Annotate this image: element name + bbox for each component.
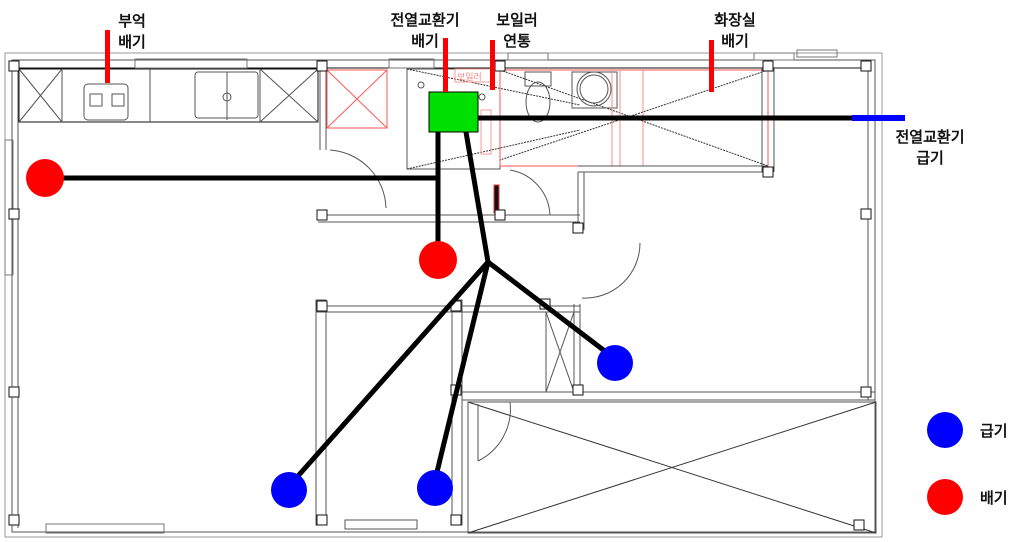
exhaust-vent-kitchen xyxy=(26,159,64,197)
label-bathroom-exhaust: 화장실 배기 xyxy=(714,10,755,52)
supply-vent-bedroom-1 xyxy=(271,472,307,508)
exhaust-vent-utility xyxy=(419,241,457,279)
label-line: 배기 xyxy=(721,32,749,50)
legend-exhaust-label: 배기 xyxy=(980,489,1008,507)
label-erv-supply: 전열교환기 급기 xyxy=(895,127,964,169)
legend-supply-label: 급기 xyxy=(980,422,1008,440)
label-kitchen-exhaust: 부억 배기 xyxy=(118,11,146,53)
duct-lines xyxy=(60,115,852,478)
legend-supply-icon xyxy=(927,412,963,448)
exhaust-outlets xyxy=(105,30,714,92)
columns xyxy=(8,60,872,531)
label-boiler-flue: 보일러 연통 xyxy=(496,10,537,52)
label-line: 배기 xyxy=(411,32,439,50)
supply-vent-living xyxy=(597,345,633,381)
erv-unit xyxy=(428,91,479,133)
label-line: 보일러 xyxy=(496,11,538,29)
boiler-room-tag: 보일러 xyxy=(457,73,482,83)
legend-exhaust-icon xyxy=(927,479,963,515)
label-line: 연통 xyxy=(503,32,531,50)
label-line: 화장실 xyxy=(714,11,756,29)
label-line: 부억 xyxy=(118,12,146,30)
label-erv-exhaust: 전열교환기 배기 xyxy=(390,10,459,52)
label-line: 배기 xyxy=(118,33,146,51)
label-line: 급기 xyxy=(916,149,944,167)
label-line: 전열교환기 xyxy=(390,11,460,29)
label-line: 전열교환기 xyxy=(895,128,965,146)
supply-vent-bedroom-2 xyxy=(417,470,453,506)
